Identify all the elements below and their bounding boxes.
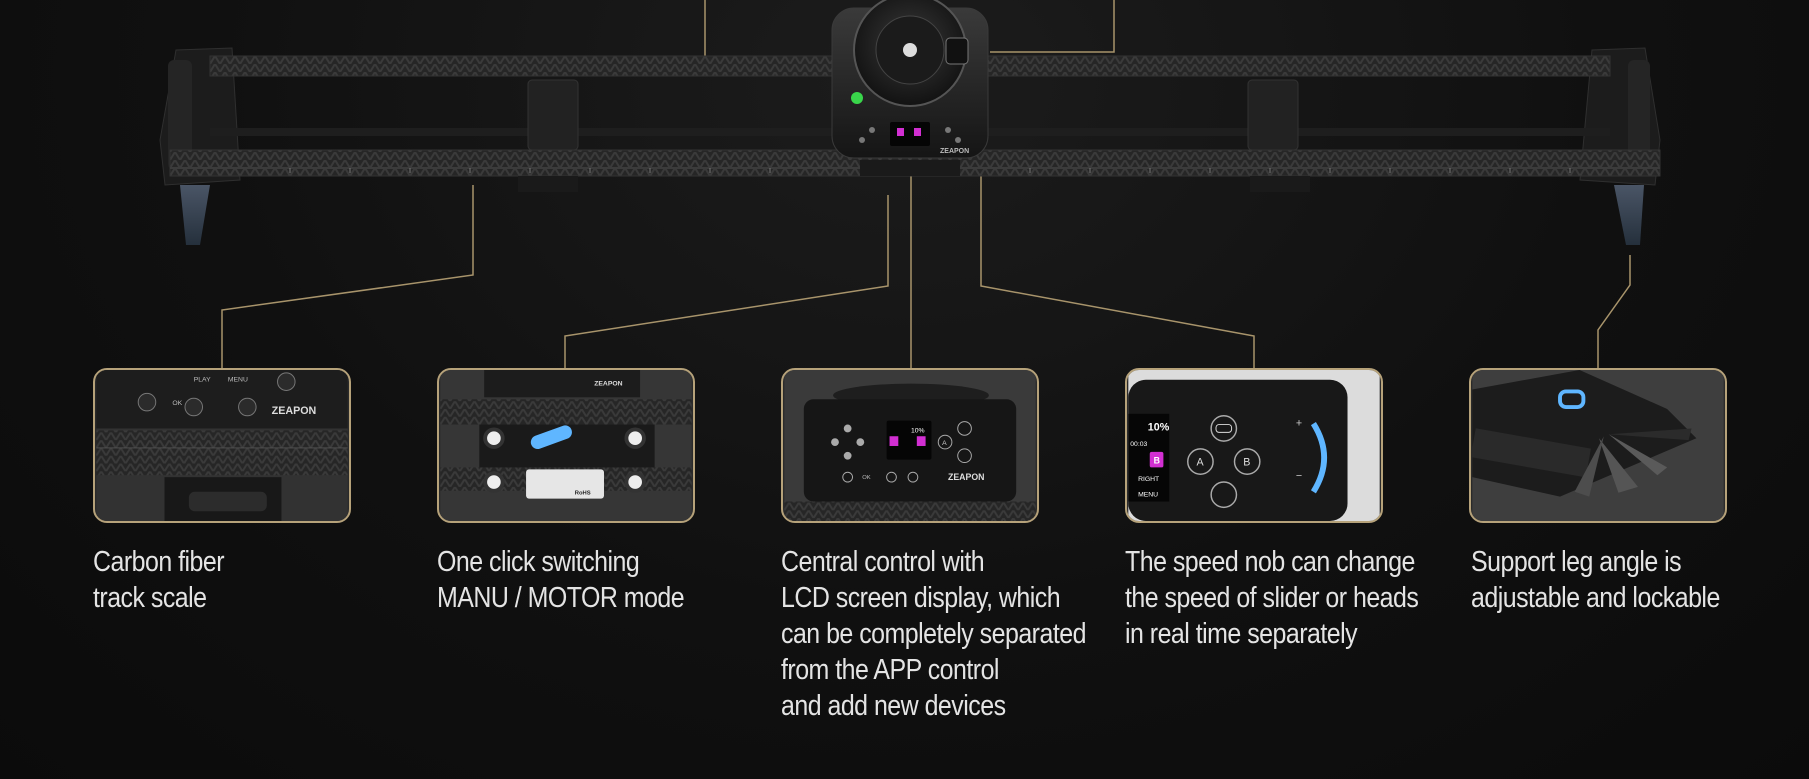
svg-text:OK: OK: [172, 400, 182, 407]
svg-text:ZEAPON: ZEAPON: [948, 472, 984, 482]
left-support-leg: [180, 185, 210, 245]
support-block-left: [527, 79, 579, 151]
lcd-closeup: [886, 420, 932, 460]
svg-text:RIGHT: RIGHT: [1138, 476, 1159, 483]
callout-line-mode: [564, 195, 889, 368]
central-carriage: ZEAPON: [831, 0, 989, 176]
central-control-closeup-image: 10% A OK ZEAPON: [784, 370, 1036, 521]
svg-text:PLAY: PLAY: [194, 377, 211, 384]
svg-text:10%: 10%: [911, 427, 925, 434]
svg-text:MENU: MENU: [1138, 492, 1158, 499]
leg-position-4: [1608, 434, 1668, 476]
thumb-mode-switch: ZEAPON RoHS: [437, 368, 695, 523]
svg-text:10%: 10%: [1148, 421, 1170, 433]
thumb-carbon-fiber: PLAY MENU OK ZEAPON: [93, 368, 351, 523]
thumb-central-control: 10% A OK ZEAPON: [781, 368, 1039, 523]
lcd-screen: [890, 122, 930, 146]
svg-text:ZEAPON: ZEAPON: [272, 405, 317, 417]
leg-position-3: [1608, 428, 1692, 441]
caption-carbon-fiber: Carbon fiber track scale: [93, 546, 225, 614]
thumb-support-leg: [1469, 368, 1727, 523]
mode-switch-closeup-image: ZEAPON RoHS: [440, 370, 692, 521]
svg-text:OK: OK: [862, 475, 871, 481]
svg-text:B: B: [1154, 456, 1160, 466]
thumb-speed-knob: 10% 00:03 B RIGHT MENU A B + −: [1125, 368, 1383, 523]
svg-text:A: A: [1197, 456, 1205, 468]
leg-position-2: [1574, 436, 1604, 497]
svg-text:00:03: 00:03: [1130, 441, 1147, 448]
carbon-fiber-closeup-image: PLAY MENU OK ZEAPON: [96, 370, 348, 521]
speed-knob-glow: [1310, 422, 1327, 494]
callout-lines: [221, 0, 1631, 368]
support-block-right: [1247, 79, 1299, 151]
svg-text:−: −: [1296, 470, 1302, 482]
svg-text:ZEAPON: ZEAPON: [594, 381, 622, 388]
track-scale-ticks: [289, 168, 1571, 173]
callout-line-leg: [1597, 255, 1631, 368]
support-leg-closeup-image: [1471, 370, 1724, 521]
svg-text:MENU: MENU: [228, 377, 248, 384]
mode-switch-lever: [530, 425, 572, 450]
caption-mode-switch: One click switching MANU / MOTOR mode: [437, 546, 685, 614]
right-support-leg: [1614, 185, 1644, 245]
caption-speed-knob: The speed nob can change the speed of sl…: [1125, 546, 1419, 650]
leg-lock-button: [1558, 389, 1586, 409]
svg-text:ZEAPON: ZEAPON: [940, 148, 969, 155]
svg-text:RoHS: RoHS: [575, 491, 591, 497]
svg-text:A: A: [942, 440, 947, 447]
callout-line-knob: [980, 128, 1255, 368]
caption-support-leg: Support leg angle is adjustable and lock…: [1471, 546, 1720, 614]
caption-central-control: Central control with LCD screen display,…: [781, 546, 1086, 722]
svg-text:+: +: [1296, 418, 1302, 430]
callout-line-top-right: [990, 0, 1115, 53]
svg-text:B: B: [1243, 456, 1250, 468]
callout-line-carbon: [221, 185, 474, 368]
leg-position-1: [1598, 438, 1638, 493]
status-led: [851, 92, 863, 104]
speed-knob-closeup-image: 10% 00:03 B RIGHT MENU A B + −: [1128, 370, 1380, 521]
